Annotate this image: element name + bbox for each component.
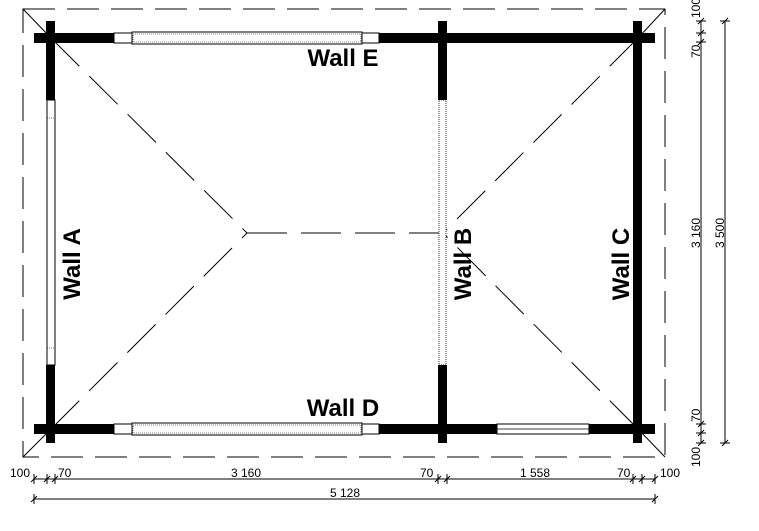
dim-wall-top: 70 [689, 44, 703, 58]
dim-wall-mid: 70 [420, 466, 434, 480]
roof-ridge-lines [50, 37, 639, 430]
dim-wall-right: 70 [617, 466, 631, 480]
wall-b-label: Wall B [450, 228, 477, 300]
roof-outline [22, 8, 666, 458]
wall-a-structure [46, 21, 56, 443]
dim-room-depth: 3 160 [689, 218, 703, 248]
dim-room2-width: 1 558 [520, 466, 550, 480]
dim-total-width: 5 128 [330, 486, 360, 500]
wall-d-structure [34, 422, 655, 436]
wall-e-structure [34, 31, 655, 45]
bottom-dimension-chain [30, 474, 659, 504]
dim-room1-width: 3 160 [231, 466, 261, 480]
dim-overhang-right: 100 [660, 466, 680, 480]
wall-e-label: Wall E [307, 45, 378, 72]
dim-overhang-left: 100 [10, 466, 30, 480]
dim-overhang-top: 100 [689, 0, 703, 18]
roof-hip-lines [22, 8, 666, 458]
dim-overhang-bottom: 100 [689, 447, 703, 467]
dim-wall-bottom: 70 [689, 408, 703, 422]
right-dimension-chain [696, 17, 730, 447]
dim-total-depth: 3 500 [713, 218, 727, 248]
wall-b-structure [438, 21, 447, 443]
wall-d-label: Wall D [307, 395, 379, 422]
wall-c-structure [633, 21, 642, 443]
wall-c-label: Wall C [608, 228, 635, 300]
dim-wall-left: 70 [58, 466, 72, 480]
wall-a-label: Wall A [59, 228, 86, 300]
